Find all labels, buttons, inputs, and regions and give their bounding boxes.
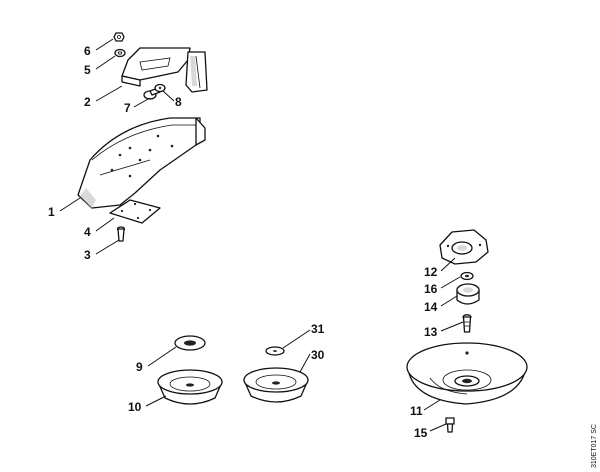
- callout-30: 30: [311, 348, 325, 362]
- callout-12: 12: [424, 265, 438, 279]
- part-4-plate: [109, 199, 161, 224]
- part-13-screw: [462, 314, 472, 333]
- leader-lines: [59, 38, 464, 432]
- part-16-washer: [460, 271, 474, 281]
- callout-4: 4: [84, 225, 91, 239]
- callout-10: 10: [128, 400, 142, 414]
- callout-6: 6: [84, 44, 91, 58]
- callout-7: 7: [124, 101, 131, 115]
- callout-11: 11: [410, 404, 423, 418]
- callout-1: 1: [48, 205, 55, 219]
- callout-5: 5: [84, 63, 91, 77]
- part-8-screw: [154, 83, 166, 93]
- callout-16: 16: [424, 282, 438, 296]
- callout-15: 15: [414, 426, 428, 440]
- part-11-thrust-plate: [406, 342, 528, 405]
- reference-code: 310ET017 SC: [591, 424, 598, 468]
- callout-3: 3: [84, 248, 91, 262]
- part-12-flange: [439, 229, 489, 265]
- part-15-screw: [445, 417, 455, 433]
- part-30-cup: [243, 367, 309, 403]
- part-10-cup: [157, 369, 223, 405]
- part-2-bracket: [121, 47, 208, 93]
- callout-labels: 6 5 2 7 8 1 4 3 12 16 14 13 9 10 31 30 1…: [48, 44, 438, 440]
- part-1-deflector: [77, 117, 206, 209]
- callout-2: 2: [84, 95, 91, 109]
- callout-13: 13: [424, 325, 438, 339]
- part-9-washer: [174, 335, 206, 351]
- part-5-washer: [114, 48, 126, 58]
- callout-31: 31: [311, 322, 325, 336]
- part-6-nut: [113, 32, 125, 42]
- callout-14: 14: [424, 300, 438, 314]
- callout-9: 9: [136, 360, 143, 374]
- callout-8: 8: [175, 95, 182, 109]
- part-14-bearing: [456, 283, 480, 305]
- part-31-disc: [265, 346, 285, 356]
- part-3-screw: [116, 226, 126, 242]
